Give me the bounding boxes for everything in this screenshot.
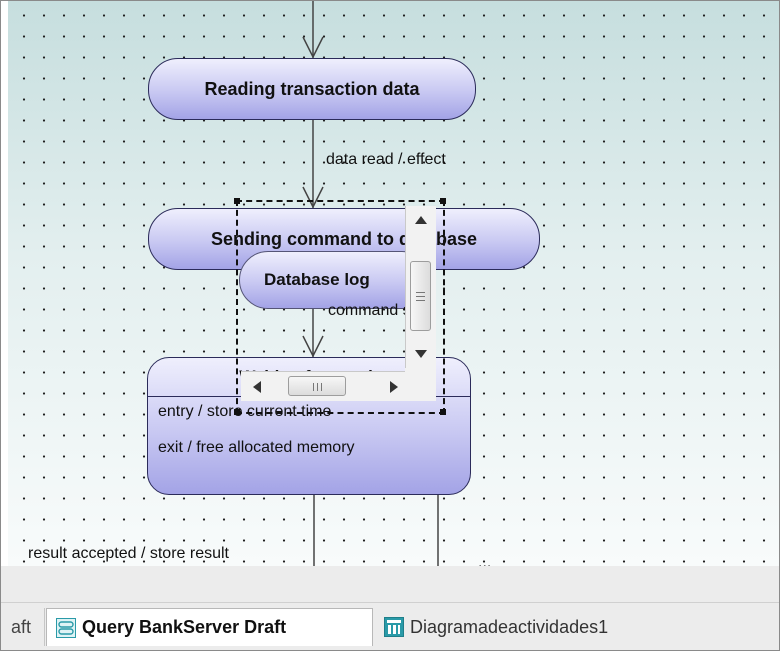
transition-label-partial[interactable]: ... <box>478 554 492 566</box>
transition-label-result-accepted[interactable]: result accepted / store result <box>28 545 229 562</box>
tab-diagram-label: Diagramadeactividades1 <box>410 616 609 637</box>
thumb-grip-line <box>317 383 318 391</box>
state-database-log[interactable]: Database log <box>239 251 431 309</box>
tab-draft-partial[interactable]: aft <box>1 608 45 646</box>
thumb-grip-line <box>416 300 425 301</box>
state-database-log-label: Database log <box>264 270 370 289</box>
scroll-left-arrow-icon[interactable] <box>253 381 261 393</box>
activity-exit[interactable]: exit / free allocated memory <box>158 439 355 456</box>
state-reading-label: Reading transaction data <box>204 78 420 99</box>
tab-query-label: Query BankServer Draft <box>82 617 287 637</box>
horizontal-scrollbar[interactable] <box>241 371 405 401</box>
vertical-scroll-thumb[interactable] <box>410 261 431 331</box>
horizontal-scroll-thumb[interactable] <box>288 376 346 396</box>
thumb-grip-line <box>416 292 425 293</box>
scroll-up-arrow-icon[interactable] <box>415 216 427 224</box>
selection-handle-bottom-right[interactable] <box>440 409 446 415</box>
document-tab-bar: aft Query BankServer Draft Diagramadeact… <box>1 566 779 650</box>
thumb-grip-line <box>416 296 425 297</box>
tab-bar-divider <box>1 602 779 603</box>
state-reading-transaction-data[interactable]: Reading transaction data <box>148 58 476 120</box>
thumb-grip-line <box>313 383 314 391</box>
selection-handle-bottom-left[interactable] <box>234 409 240 415</box>
scroll-down-arrow-icon[interactable] <box>415 350 427 358</box>
tab-partial-label: aft <box>11 616 32 637</box>
tab-diagramadeactividades1[interactable]: Diagramadeactividades1 <box>381 608 681 646</box>
diagram-canvas[interactable]: Reading transaction data data read / eff… <box>8 1 779 566</box>
activity-entry[interactable]: entry / store current time <box>158 403 332 420</box>
scrollbar-corner <box>405 368 436 401</box>
selection-handle-top-right[interactable] <box>440 198 446 204</box>
tab-query-bankserver-draft[interactable]: Query BankServer Draft <box>46 608 373 646</box>
activity-diagram-icon <box>384 617 404 637</box>
scroll-right-arrow-icon[interactable] <box>390 381 398 393</box>
selection-handle-top-left[interactable] <box>234 198 240 204</box>
vertical-scrollbar[interactable] <box>405 206 436 368</box>
transition-label-data-read[interactable]: data read / effect <box>326 151 446 168</box>
state-machine-diagram-icon <box>56 617 76 638</box>
thumb-grip-line <box>321 383 322 391</box>
selection-box[interactable] <box>236 200 445 414</box>
